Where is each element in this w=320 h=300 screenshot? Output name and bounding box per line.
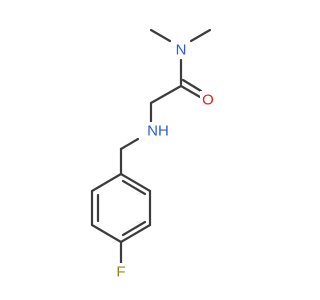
atom-label-carbonyl-o: O — [202, 92, 214, 109]
atom-label-amine-nh: NH — [147, 123, 169, 140]
bond-carbonyl-double-2 — [181, 78, 203, 93]
fluorine-label-bg — [113, 263, 129, 281]
ring-bond-6 — [90, 172, 123, 193]
carbonyl-o-label-bg — [200, 91, 218, 109]
ring-bond-1 — [119, 172, 152, 193]
bond-group — [90, 28, 212, 265]
bond-carbonyl-ch2 — [149, 84, 183, 105]
ring-inner-bond-1 — [121, 179, 147, 196]
amine-nh-label-bg — [140, 122, 174, 140]
atom-label-fluorine: F — [116, 264, 125, 281]
bond-nh-benzyl-ch2 — [119, 137, 140, 151]
ring-inner-bond-2 — [121, 220, 147, 237]
amide-n-label-bg — [172, 41, 190, 59]
bond-methyl-left-n — [149, 28, 172, 43]
molecule-diagram: N O NH F — [90, 28, 218, 281]
molecule-canvas: N O NH F — [90, 28, 218, 281]
atom-label-group: N O NH F — [113, 41, 218, 281]
atom-label-amide-n: N — [176, 42, 187, 59]
ring-bond-3 — [119, 223, 152, 244]
ring-bond-4 — [90, 223, 123, 244]
bond-carbonyl-double-1 — [179, 84, 202, 99]
bond-n-methyl-right — [189, 28, 212, 43]
